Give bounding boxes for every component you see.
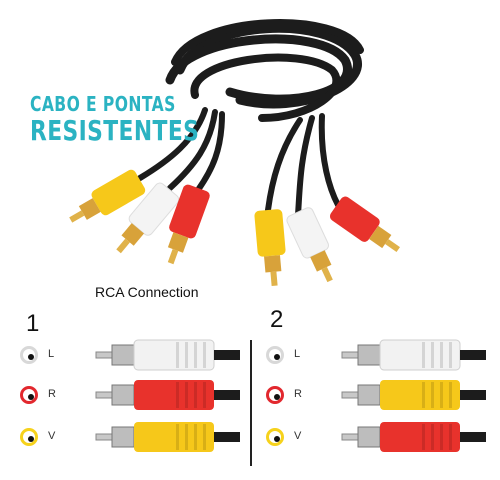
rca-plug-icon — [341, 380, 486, 410]
headline-line-2: RESISTENTES — [30, 114, 200, 147]
jack-icon — [20, 386, 38, 404]
jack-label: V — [48, 430, 56, 442]
jack-label: L — [48, 348, 55, 360]
jack-label: R — [48, 388, 56, 400]
jack-label: R — [294, 388, 302, 400]
rca-plug-icon — [341, 339, 486, 371]
rca-plug-icon — [95, 422, 240, 452]
jack-label: L — [294, 348, 301, 360]
jack-icon — [20, 346, 38, 364]
cable-photo — [69, 19, 400, 286]
jack-label: V — [294, 430, 302, 442]
rca-plug-icon — [95, 380, 240, 410]
diagram-number-2: 2 — [270, 306, 284, 333]
jack-icon — [266, 428, 284, 446]
rca-plug-icon — [95, 339, 240, 371]
jack-icon — [20, 428, 38, 446]
connection-title: RCA Connection — [95, 284, 199, 300]
diagram-divider — [250, 340, 252, 466]
headline-line-1: CABO E PONTAS — [30, 92, 176, 116]
jack-icon — [266, 346, 284, 364]
diagram-number-1: 1 — [26, 310, 40, 337]
jack-icon — [266, 386, 284, 404]
rca-plug-icon — [341, 422, 486, 452]
